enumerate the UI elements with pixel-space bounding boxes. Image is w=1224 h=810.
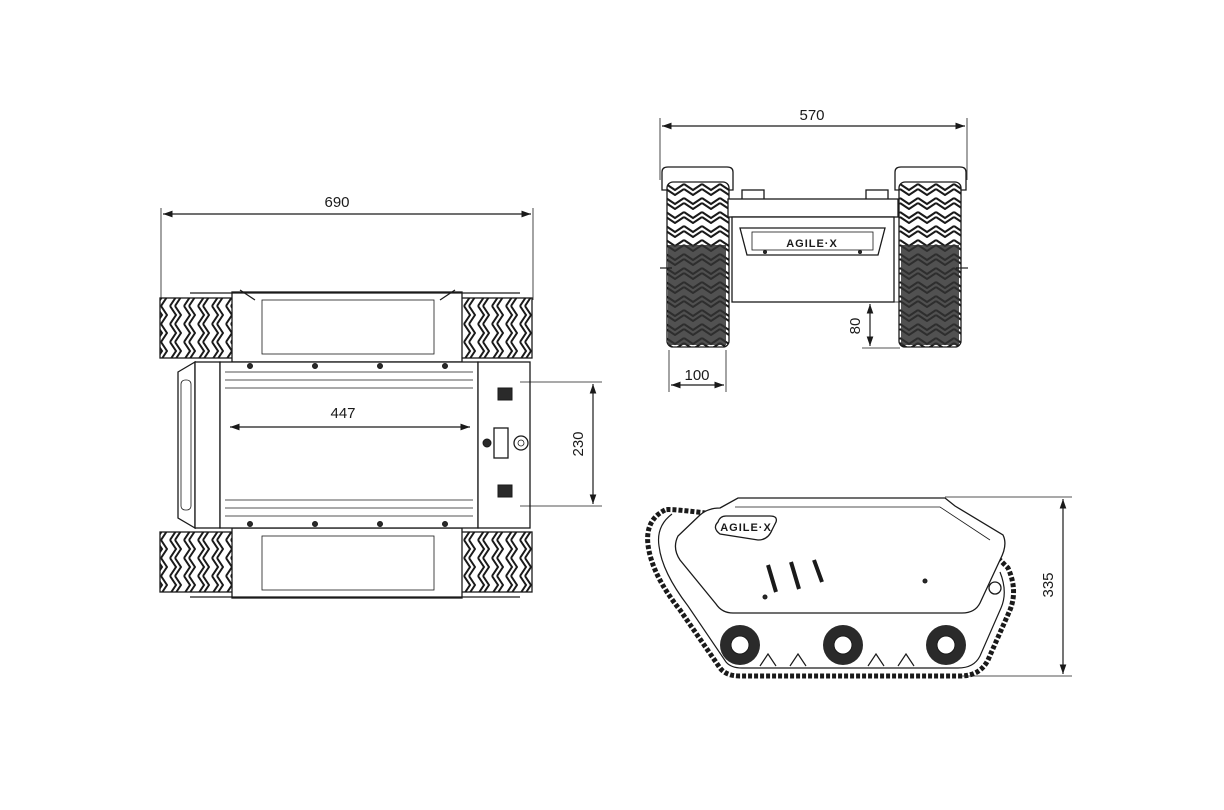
side-track-teeth xyxy=(759,652,915,667)
dim-overall-length: 690 xyxy=(160,194,534,300)
front-logo: AGILE·X xyxy=(786,238,838,250)
dim-label-690: 690 xyxy=(324,194,349,211)
dim-body-width: 230 xyxy=(520,381,602,507)
track-lower xyxy=(159,527,533,599)
dim-label-570: 570 xyxy=(799,107,824,124)
side-wheels xyxy=(720,625,966,665)
side-logo: AGILE·X xyxy=(720,522,772,534)
body-top xyxy=(177,360,531,530)
dim-overall-width: 570 xyxy=(659,107,968,180)
front-track-left xyxy=(660,166,734,348)
front-track-right xyxy=(894,166,968,348)
dim-height: 335 xyxy=(945,496,1072,677)
side-view: AGILE·X 335 xyxy=(645,496,1072,679)
dim-ground-clearance: 80 xyxy=(847,301,900,349)
dim-label-80: 80 xyxy=(847,318,864,335)
side-body: AGILE·X xyxy=(674,497,1006,614)
front-body: AGILE·X xyxy=(727,189,899,303)
dim-label-230: 230 xyxy=(570,431,587,456)
dim-label-447: 447 xyxy=(330,405,355,422)
top-view: 690 xyxy=(159,194,602,599)
dim-label-100: 100 xyxy=(684,367,709,384)
front-view: 570 AGILE·X xyxy=(659,107,968,392)
dim-wheelbase: 447 xyxy=(230,405,470,431)
dim-track-width: 100 xyxy=(668,350,727,392)
track-upper xyxy=(159,289,533,363)
dim-label-335: 335 xyxy=(1040,572,1057,597)
